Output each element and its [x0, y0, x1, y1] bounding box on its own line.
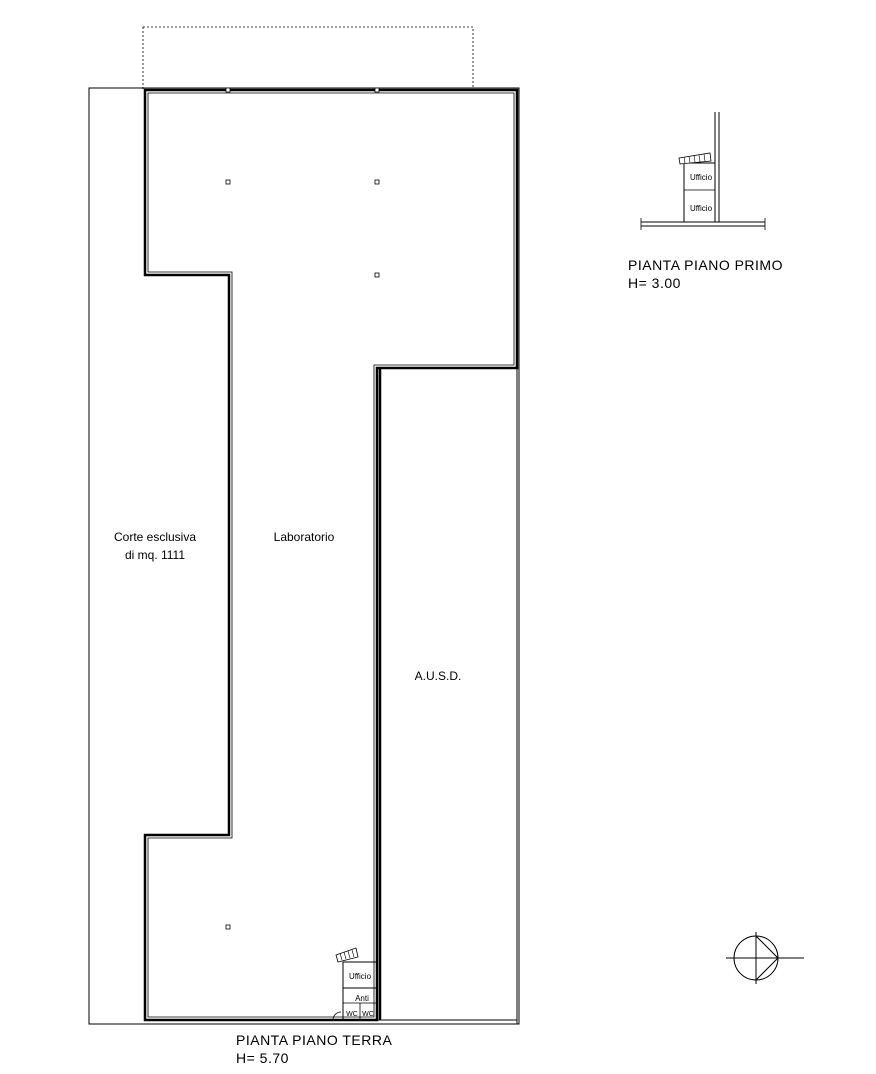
canopy-outline: [142, 26, 474, 91]
ground-floor-plan: Ufficio Anti WC WC Corte esclusiva di mq…: [88, 26, 520, 1066]
ground-floor-height: H= 5.70: [236, 1050, 289, 1066]
anti-label: Anti: [355, 994, 369, 1003]
first-floor-title: PIANTA PIANO PRIMO: [628, 257, 783, 273]
wc-label-1: WC: [346, 1011, 358, 1018]
stairs-icon: [335, 947, 359, 963]
ground-floor-title: PIANTA PIANO TERRA: [236, 1032, 392, 1048]
first-floor-offices: [683, 162, 716, 223]
laboratory-label: Laboratorio: [274, 530, 335, 544]
pillar: [374, 272, 380, 278]
first-floor-office-bottom: Ufficio: [690, 204, 713, 213]
door-swing: [332, 1011, 342, 1021]
office-block: Ufficio Anti WC WC: [332, 947, 378, 1021]
office-label: Ufficio: [349, 972, 372, 981]
stairs-icon: [678, 152, 712, 165]
pillar: [225, 924, 231, 930]
courtyard-label-line2: di mq. 1111: [125, 548, 185, 562]
pillar: [374, 179, 380, 185]
pillar: [225, 87, 231, 93]
pillar: [374, 87, 380, 93]
courtyard-label-line1: Corte esclusiva: [114, 530, 196, 544]
north-arrow-icon: [726, 932, 804, 984]
first-floor-height: H= 3.00: [628, 275, 681, 291]
ausd-label: A.U.S.D.: [415, 669, 462, 683]
first-floor-office-top: Ufficio: [690, 173, 713, 182]
laboratory-inner-outline: [147, 92, 515, 1018]
courtyard-boundary: [88, 87, 520, 1025]
first-floor-plan: Ufficio Ufficio PIANTA PIANO PRIMO H= 3.…: [628, 112, 783, 291]
laboratory-outline: [143, 88, 519, 1022]
pillar: [225, 179, 231, 185]
wc-label-2: WC: [362, 1011, 374, 1018]
